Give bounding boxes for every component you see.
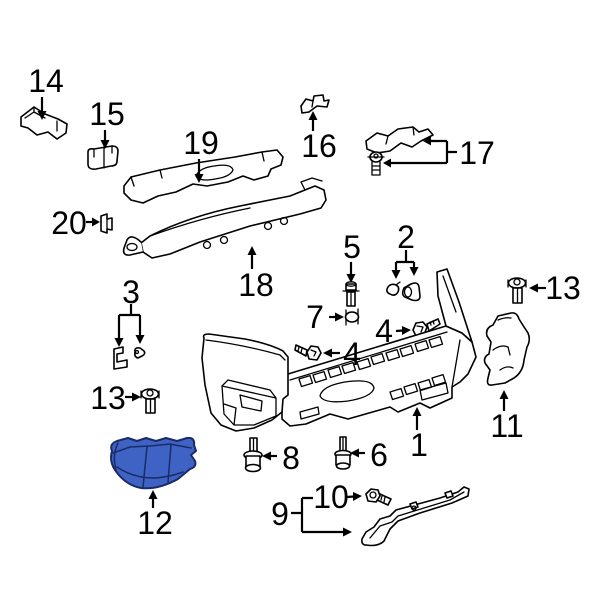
callout-15[interactable]: 15 <box>89 96 125 149</box>
part-16-clip-bracket[interactable] <box>300 94 330 114</box>
part-20-clip[interactable] <box>100 213 113 234</box>
callout-1[interactable]: 1 <box>410 407 428 463</box>
callout-12[interactable]: 12 <box>137 490 173 541</box>
part-12-highlighted-end-cover[interactable] <box>110 436 197 490</box>
part-9-trim-strip[interactable] <box>361 486 470 547</box>
part-8-bolt[interactable] <box>243 437 263 473</box>
part-label-3[interactable]: 3 <box>122 274 140 310</box>
part-3-bracket-and-clip[interactable] <box>113 346 146 370</box>
callout-7[interactable]: 7 <box>306 299 344 335</box>
part-label-19[interactable]: 19 <box>183 125 219 161</box>
part-6-bolt[interactable] <box>334 436 352 470</box>
part-label-7[interactable]: 7 <box>306 299 324 335</box>
part-label-11[interactable]: 11 <box>490 408 523 444</box>
callout-14[interactable]: 14 <box>28 63 64 120</box>
part-17-bracket-and-bolt[interactable] <box>365 126 434 176</box>
callout-16[interactable]: 16 <box>301 111 337 164</box>
callout-4-lower[interactable]: 4 <box>323 336 361 372</box>
part-label-5[interactable]: 5 <box>343 229 361 265</box>
callout-2[interactable]: 2 <box>391 219 419 279</box>
callout-13-left[interactable]: 13 <box>90 380 141 416</box>
part-label-4-lower[interactable]: 4 <box>343 336 361 372</box>
part-13-bolt-left[interactable] <box>140 388 160 414</box>
part-label-17[interactable]: 17 <box>459 135 495 171</box>
part-label-14[interactable]: 14 <box>28 63 64 99</box>
callout-8[interactable]: 8 <box>262 440 300 476</box>
part-10-bolt[interactable] <box>365 488 392 506</box>
part-7-grommet[interactable] <box>344 308 360 326</box>
callout-9[interactable]: 9 <box>271 496 352 537</box>
part-label-9[interactable]: 9 <box>271 496 289 532</box>
part-label-12[interactable]: 12 <box>137 505 173 541</box>
callout-5[interactable]: 5 <box>343 229 361 283</box>
part-5-screw[interactable] <box>342 281 360 307</box>
part-label-8[interactable]: 8 <box>282 440 300 476</box>
part-1-bumper-assembly[interactable] <box>201 268 477 432</box>
part-label-16[interactable]: 16 <box>301 128 337 164</box>
part-label-10[interactable]: 10 <box>313 479 349 515</box>
part-label-1[interactable]: 1 <box>410 427 428 463</box>
callout-11[interactable]: 11 <box>490 390 524 444</box>
part-18-impact-bar[interactable] <box>122 177 327 259</box>
part-label-13-left[interactable]: 13 <box>90 380 126 416</box>
callout-19[interactable]: 19 <box>183 125 219 183</box>
part-label-13-right[interactable]: 13 <box>545 270 581 306</box>
part-label-15[interactable]: 15 <box>89 96 125 132</box>
callout-4-upper[interactable]: 4 <box>375 313 411 349</box>
callout-18[interactable]: 18 <box>238 246 274 303</box>
part-15-retainer[interactable] <box>87 145 119 170</box>
part-4-bolt-lower[interactable] <box>294 344 322 361</box>
callout-3[interactable]: 3 <box>114 274 145 347</box>
part-2-clip-pair[interactable] <box>386 281 421 302</box>
part-13-bolt-right[interactable] <box>507 277 527 304</box>
part-11-end-cap[interactable] <box>483 312 531 386</box>
callout-20[interactable]: 20 <box>51 205 100 241</box>
part-label-6[interactable]: 6 <box>370 437 388 473</box>
part-label-20[interactable]: 20 <box>51 205 87 241</box>
part-19-reinforcement-pad[interactable] <box>123 149 284 204</box>
callout-13-right[interactable]: 13 <box>529 270 581 306</box>
callout-6[interactable]: 6 <box>350 437 388 473</box>
part-label-2[interactable]: 2 <box>397 219 415 255</box>
callout-10[interactable]: 10 <box>313 479 362 515</box>
part-label-18[interactable]: 18 <box>238 267 274 303</box>
part-label-4-upper[interactable]: 4 <box>375 313 393 349</box>
callout-17[interactable]: 17 <box>383 135 495 171</box>
